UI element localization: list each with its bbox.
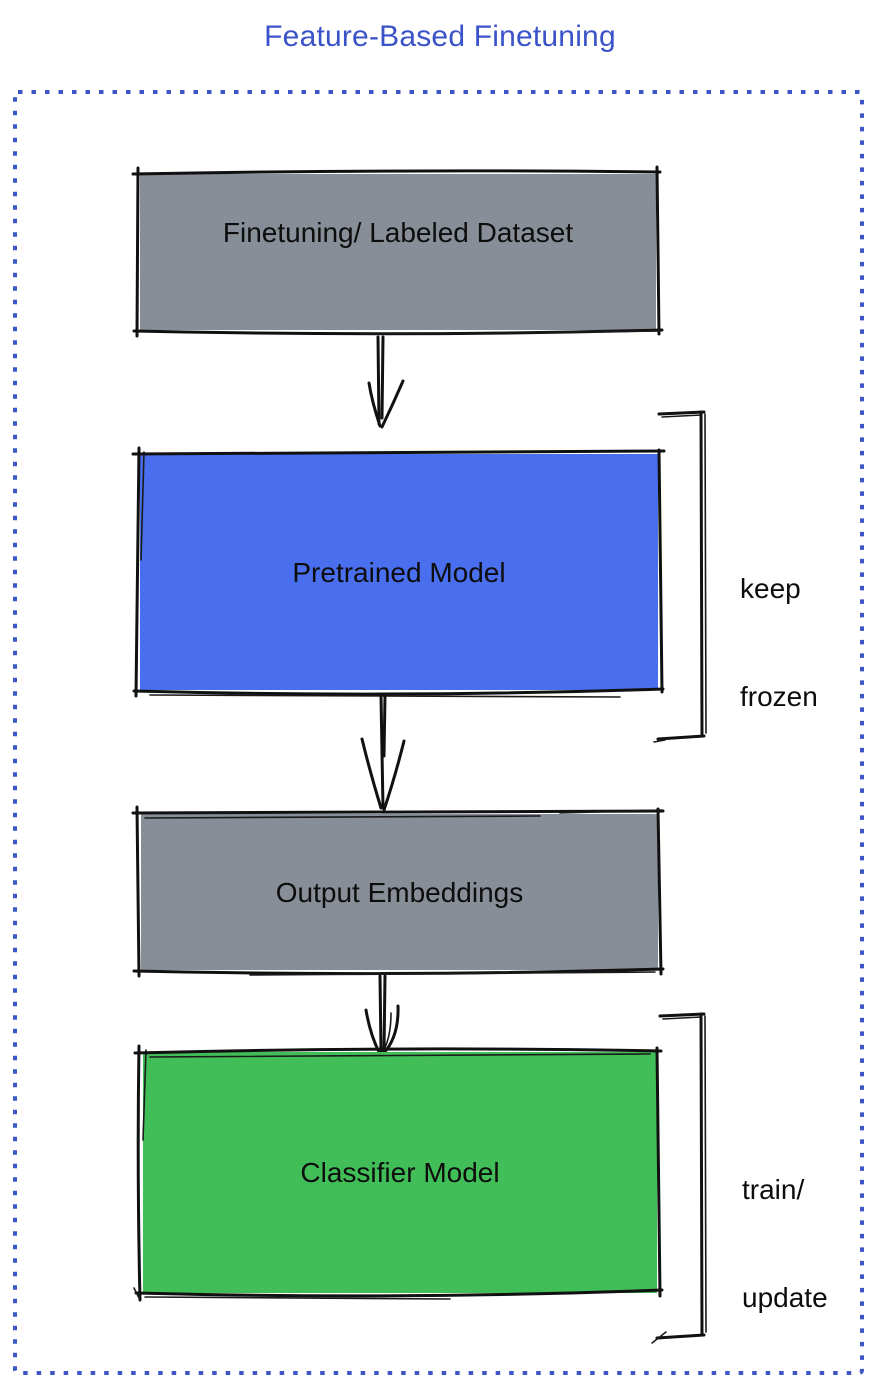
node-output-embeddings (131, 805, 665, 978)
arrow-pretrained-to-embeddings (360, 694, 406, 812)
annotation-train-update: train/ update (742, 1100, 828, 1388)
node-classifier-model (133, 1044, 664, 1302)
node-fill-dataset (140, 174, 656, 330)
node-fill-pretrained (140, 454, 658, 690)
annotation-keep-frozen-line1: keep (740, 573, 801, 604)
node-label-pretrained-model: Pretrained Model (292, 556, 506, 588)
node-label-output-embeddings: Output Embeddings (275, 876, 524, 908)
arrow-dataset-to-pretrained (367, 335, 405, 429)
node-label-classifier-model: Classifier Model (300, 1156, 500, 1188)
arrow-embeddings-to-classifier (364, 974, 400, 1056)
annotation-keep-frozen-line2: frozen (740, 681, 818, 712)
node-fill-classifier (143, 1052, 657, 1293)
diagram-title: Feature-Based Finetuning (264, 20, 616, 53)
annotation-train-update-line1: train/ (742, 1174, 805, 1205)
node-finetuning-dataset (131, 165, 664, 338)
node-label-finetuning-dataset: Finetuning/ Labeled Dataset (222, 217, 574, 248)
node-fill-embeddings (141, 814, 658, 970)
bracket-keep-frozen (653, 410, 707, 743)
bracket-train-update (651, 1012, 707, 1344)
annotation-train-update-line2: update (742, 1282, 828, 1313)
annotation-keep-frozen: keep frozen (740, 499, 818, 787)
dashed-frame (13, 90, 864, 1375)
node-pretrained-model (131, 446, 666, 698)
